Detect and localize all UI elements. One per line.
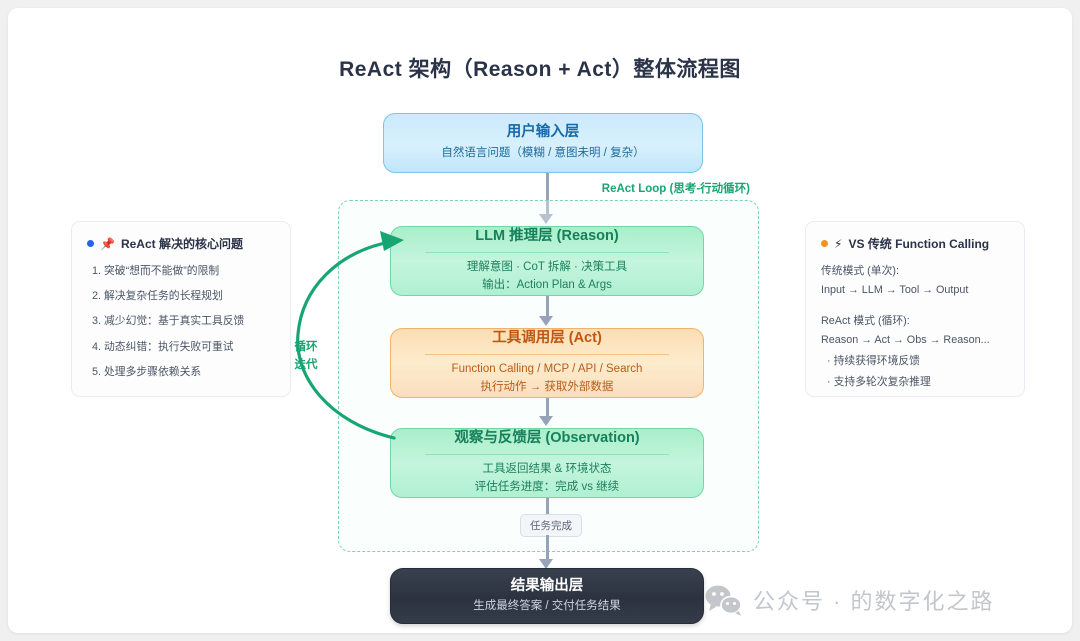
list-item: 处理多步骤依赖关系: [104, 364, 275, 381]
watermark: 公众号 · 的数字化之路: [705, 584, 995, 616]
panel-vs-function-calling-header: ⚡ VS 传统 Function Calling: [821, 235, 1009, 252]
node-reason-line1: 理解意图 · CoT 拆解 · 决策工具: [466, 261, 628, 274]
node-output-heading: 结果输出层: [510, 577, 584, 594]
list-item: 动态纠错：执行失败可重试: [104, 339, 275, 356]
node-reason-line2: 输出：Action Plan & Args: [482, 279, 612, 292]
arrowhead-input-to-reason: [539, 214, 553, 224]
pushpin-icon: 📌: [100, 236, 115, 251]
node-observation-line2: 评估任务进度：完成 vs 继续: [474, 481, 620, 494]
panel-vs-function-calling: ⚡ VS 传统 Function Calling 传统模式 (单次): Inpu…: [805, 221, 1025, 397]
node-act: 工具调用层 (Act) Function Calling / MCP / API…: [390, 328, 704, 398]
core-problems-list: 突破“想而不能做”的限制 解决复杂任务的长程规划 减少幻觉：基于真实工具反馈 动…: [87, 263, 275, 381]
arrowhead-act-to-observation: [539, 416, 553, 426]
connector-badge-to-output: [545, 535, 549, 563]
node-output: 结果输出层 生成最终答案 / 交付任务结果: [390, 568, 704, 624]
traditional-mode-flow: Input → LLM → Tool → Output: [821, 283, 969, 296]
orange-dot-icon: [821, 240, 828, 247]
traditional-mode-label: 传统模式 (单次):: [821, 265, 899, 277]
loop-back-arrow-label: 循环 迭代: [291, 338, 321, 375]
node-user-input: 用户输入层 自然语言问题（模糊 / 意图未明 / 复杂）: [383, 113, 703, 173]
node-observation-heading: 观察与反馈层 (Observation): [454, 430, 640, 447]
node-reason-heading: LLM 推理层 (Reason): [475, 228, 619, 245]
connector-act-to-observation: [545, 398, 549, 418]
connector-observation-to-badge: [545, 498, 549, 514]
node-reason-divider: [425, 252, 669, 254]
node-observation-line1: 工具返回结果 & 环境状态: [482, 463, 612, 476]
node-act-heading: 工具调用层 (Act): [492, 330, 602, 347]
watermark-text: 公众号 · 的数字化之路: [753, 589, 995, 614]
loop-back-arrow-icon: [296, 231, 404, 440]
list-item: · 支持多轮次复杂推理: [827, 375, 931, 388]
status-badge-task-complete: 任务完成: [520, 514, 582, 537]
node-reason: LLM 推理层 (Reason) 理解意图 · CoT 拆解 · 决策工具 输出…: [390, 226, 704, 296]
react-loop-label: ReAct Loop (思考-行动循环): [601, 183, 750, 195]
node-act-line2: 执行动作 → 获取外部数据: [480, 381, 614, 394]
lightning-icon: ⚡: [834, 236, 843, 251]
loop-label-line2: 迭代: [294, 359, 318, 372]
panel-core-problems-title: ReAct 解决的核心问题: [120, 237, 243, 251]
list-item: · 持续获得环境反馈: [827, 354, 920, 367]
panel-vs-function-calling-title: VS 传统 Function Calling: [848, 237, 990, 251]
node-user-input-line1: 自然语言问题（模糊 / 意图未明 / 复杂）: [441, 147, 645, 160]
diagram-canvas: ReAct 架构（Reason + Act）整体流程图 用户输入层 自然语言问题…: [8, 8, 1072, 633]
arrowhead-badge-to-output: [539, 559, 553, 569]
node-act-line1: Function Calling / MCP / API / Search: [451, 363, 643, 376]
panel-spacer: [821, 300, 1009, 313]
react-mode-flow: Reason → Act → Obs → Reason...: [821, 334, 990, 347]
connector-input-to-reason: [545, 173, 549, 216]
wechat-icon: [705, 585, 742, 616]
node-user-input-heading: 用户输入层: [506, 124, 580, 141]
list-item: 解决复杂任务的长程规划: [104, 288, 275, 305]
node-observation-divider: [425, 454, 669, 456]
node-act-divider: [425, 354, 669, 356]
node-observation: 观察与反馈层 (Observation) 工具返回结果 & 环境状态 评估任务进…: [390, 428, 704, 498]
blue-dot-icon: [87, 240, 94, 247]
node-output-line1: 生成最终答案 / 交付任务结果: [473, 599, 621, 612]
connector-reason-to-act: [545, 296, 549, 318]
list-item: 减少幻觉：基于真实工具反馈: [104, 313, 275, 330]
panel-core-problems: 📌 ReAct 解决的核心问题 突破“想而不能做”的限制 解决复杂任务的长程规划…: [71, 221, 291, 397]
loop-label-line1: 循环: [294, 341, 318, 353]
react-mode-label: ReAct 模式 (循环):: [821, 315, 910, 328]
list-item: 突破“想而不能做”的限制: [104, 263, 275, 280]
panel-core-problems-header: 📌 ReAct 解决的核心问题: [87, 235, 275, 252]
page-title: ReAct 架构（Reason + Act）整体流程图: [339, 58, 741, 81]
arrowhead-reason-to-act: [539, 316, 553, 326]
